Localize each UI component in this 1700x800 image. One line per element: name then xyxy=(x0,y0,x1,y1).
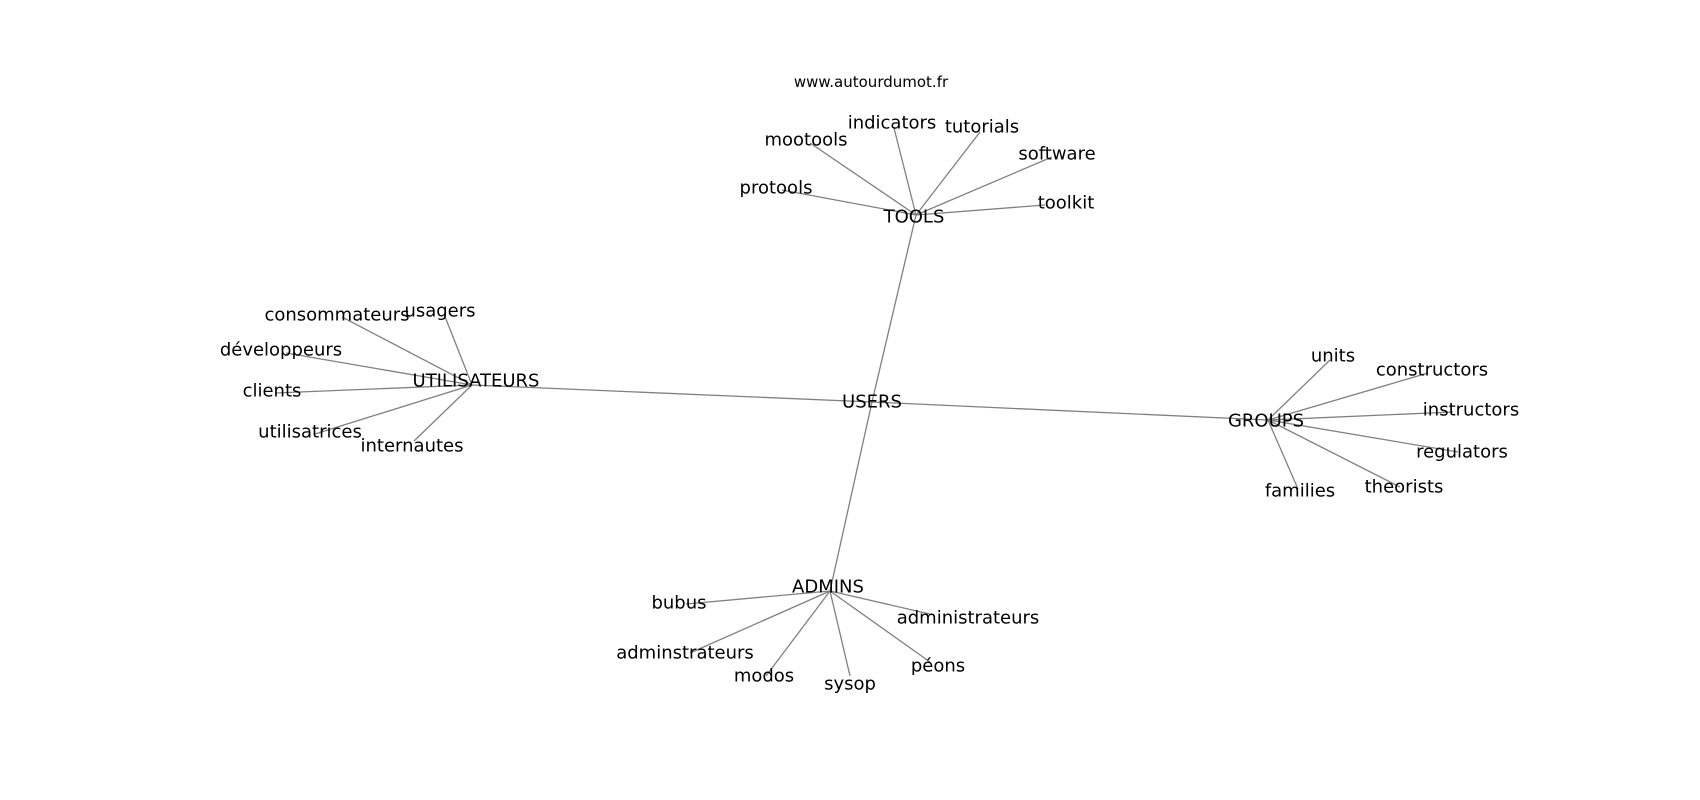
edge-root-admins xyxy=(829,401,873,592)
graph-edges xyxy=(274,127,1459,677)
edge-admins-1 xyxy=(689,590,831,654)
edge-groups-0 xyxy=(1267,359,1331,421)
edge-admins-0 xyxy=(685,590,831,605)
leaf-node-groups-4: theorists xyxy=(1365,477,1444,498)
edge-utilisateurs-1 xyxy=(443,313,473,386)
edge-tools-2 xyxy=(893,127,917,216)
edge-tools-5 xyxy=(915,204,1046,216)
leaf-node-tools-2: indicators xyxy=(848,113,937,134)
leaf-node-admins-3: sysop xyxy=(824,674,876,695)
leaf-node-admins-2: modos xyxy=(734,666,794,687)
edge-groups-3 xyxy=(1267,419,1459,453)
leaf-node-admins-4: péons xyxy=(911,656,965,677)
edge-utilisateurs-5 xyxy=(413,384,473,442)
edge-tools-0 xyxy=(781,189,917,216)
edge-tools-3 xyxy=(915,131,981,216)
leaf-node-tools-3: tutorials xyxy=(945,117,1019,138)
edge-admins-3 xyxy=(829,590,851,677)
leaf-node-utilisateurs-5: internautes xyxy=(361,436,464,457)
edge-groups-4 xyxy=(1267,419,1401,488)
edge-tools-4 xyxy=(915,156,1053,216)
leaf-node-utilisateurs-0: consommateurs xyxy=(264,305,409,326)
leaf-node-utilisateurs-1: usagers xyxy=(404,301,475,322)
leaf-node-groups-0: units xyxy=(1311,346,1355,367)
hub-node-admins: ADMINS xyxy=(792,577,864,598)
site-caption: www.autourdumot.fr xyxy=(794,73,949,91)
edge-admins-5 xyxy=(829,590,935,616)
leaf-node-admins-5: administrateurs xyxy=(897,608,1040,629)
edge-root-groups xyxy=(871,401,1269,421)
edge-utilisateurs-4 xyxy=(314,384,473,435)
leaf-node-utilisateurs-3: clients xyxy=(243,381,302,402)
edge-admins-4 xyxy=(829,590,931,663)
leaf-node-tools-4: software xyxy=(1018,144,1095,165)
leaf-node-utilisateurs-4: utilisatrices xyxy=(258,422,362,443)
leaf-node-groups-5: families xyxy=(1265,481,1335,502)
leaf-node-tools-5: toolkit xyxy=(1038,193,1095,214)
edge-admins-2 xyxy=(765,590,831,677)
edge-groups-5 xyxy=(1267,419,1299,490)
edge-utilisateurs-3 xyxy=(274,384,473,394)
leaf-node-tools-1: mootools xyxy=(764,130,847,151)
leaf-node-utilisateurs-2: développeurs xyxy=(220,340,342,361)
leaf-node-groups-2: instructors xyxy=(1423,400,1519,421)
edge-tools-1 xyxy=(809,142,917,216)
edge-root-tools xyxy=(871,214,917,403)
leaf-node-tools-0: protools xyxy=(740,178,813,199)
leaf-node-groups-3: regulators xyxy=(1416,442,1508,463)
edge-groups-2 xyxy=(1267,411,1454,421)
root-node-label: USERS xyxy=(842,392,902,413)
leaf-node-groups-1: constructors xyxy=(1376,360,1488,381)
edge-utilisateurs-2 xyxy=(285,352,473,386)
hub-node-utilisateurs: UTILISATEURS xyxy=(413,371,540,392)
edge-groups-1 xyxy=(1267,372,1429,421)
edge-root-utilisateurs xyxy=(471,384,873,403)
leaf-node-admins-0: bubus xyxy=(651,593,706,614)
hub-node-groups: GROUPS xyxy=(1228,411,1304,432)
leaf-node-admins-1: adminstrateurs xyxy=(616,643,754,664)
hub-node-tools: TOOLS xyxy=(883,207,945,228)
edge-utilisateurs-0 xyxy=(341,316,473,386)
